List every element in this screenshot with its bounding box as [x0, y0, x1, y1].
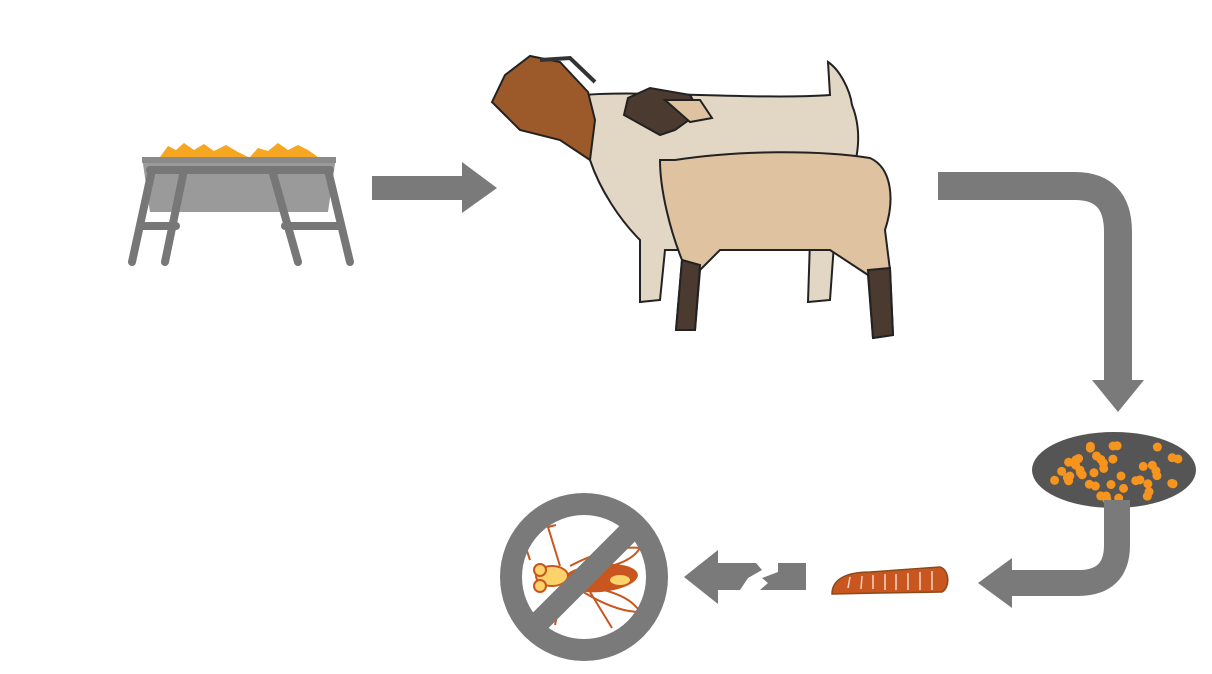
- egg: [1138, 461, 1148, 471]
- egg: [1151, 466, 1161, 476]
- arrow-animals-to-dung: [938, 172, 1144, 412]
- egg: [1167, 453, 1177, 463]
- egg: [1064, 457, 1074, 467]
- arrow-dung-to-larva: [978, 500, 1130, 608]
- egg: [1108, 454, 1118, 464]
- egg: [1168, 479, 1178, 489]
- egg: [1143, 479, 1153, 489]
- egg: [1050, 475, 1060, 485]
- egg: [1106, 480, 1116, 490]
- egg: [1057, 466, 1067, 476]
- dung-with-eggs-icon: [1032, 432, 1196, 508]
- egg: [1108, 441, 1118, 451]
- arrow-trough-to-animals: [372, 162, 497, 213]
- egg: [1065, 471, 1075, 481]
- egg: [1089, 468, 1099, 478]
- egg: [1119, 483, 1129, 493]
- egg: [1092, 451, 1102, 461]
- egg: [1131, 476, 1141, 486]
- egg: [1144, 487, 1154, 497]
- egg: [1099, 463, 1109, 473]
- egg: [1116, 471, 1126, 481]
- fly-larva-icon: [831, 566, 949, 595]
- egg: [1076, 468, 1086, 478]
- egg: [1152, 442, 1162, 452]
- no-adult-fly-icon: [500, 493, 668, 661]
- egg: [1074, 454, 1084, 464]
- egg: [1090, 481, 1100, 491]
- feed-trough-icon: [128, 143, 354, 266]
- egg: [1085, 441, 1095, 451]
- goat-and-sheep-icon: [490, 54, 895, 340]
- arrow-larva-to-fly-broken: [684, 550, 806, 604]
